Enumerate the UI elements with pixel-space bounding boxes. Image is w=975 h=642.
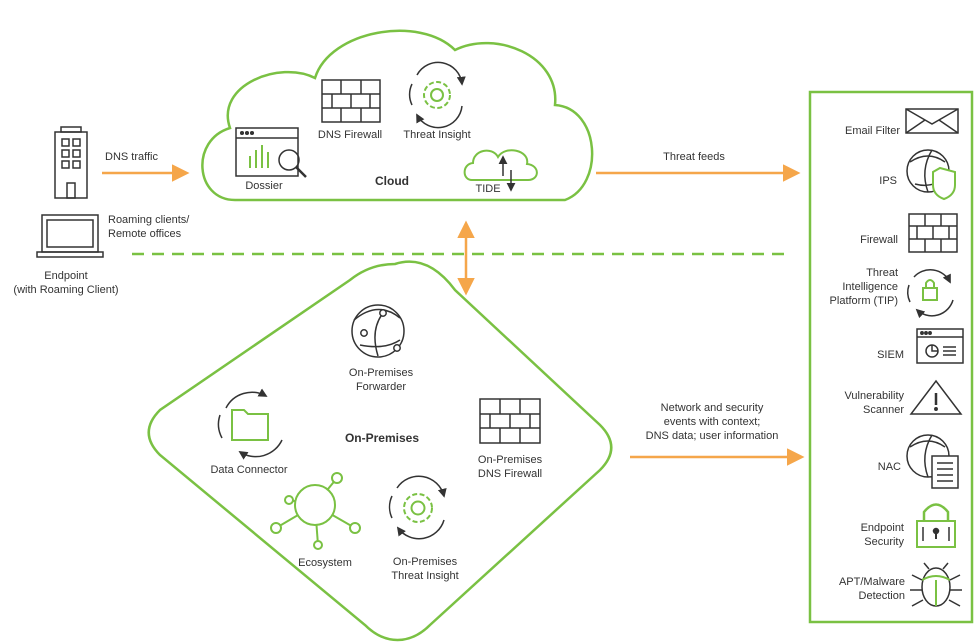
endpoint-caption: Endpoint (with Roaming Client) — [13, 270, 119, 296]
building-icon — [54, 126, 88, 199]
onprem-shape — [147, 260, 613, 642]
tip-label: Threat Intelligence Platform (TIP) — [829, 267, 898, 307]
onprem-gear-cycle-icon — [388, 475, 447, 540]
firewall-label: Firewall — [860, 234, 898, 246]
dossier-label: Dossier — [245, 180, 283, 192]
forwarder-label: On-Premises Forwarder — [348, 367, 414, 393]
nac-label: NAC — [877, 461, 901, 473]
cloud-title: Cloud — [375, 174, 409, 188]
apt-malware-label: APT/Malware Detection — [838, 576, 905, 602]
cloud-shape — [201, 29, 594, 202]
onprem-brick-wall-icon — [479, 398, 541, 444]
envelope-icon — [905, 108, 959, 134]
ecosystem-label: Ecosystem — [298, 557, 352, 569]
cloud-dns-firewall-label: DNS Firewall — [317, 129, 383, 141]
folder-cycle-icon — [217, 388, 283, 460]
siem-label: SIEM — [877, 349, 904, 361]
tide-label: TIDE — [475, 183, 501, 195]
data-connector-label: Data Connector — [210, 464, 288, 476]
endpoint-security-label: Endpoint Security — [860, 522, 904, 548]
dossier-icon — [235, 127, 307, 178]
globe-shield-icon — [906, 149, 956, 201]
vulnerability-scanner-label: Vulnerability Scanner — [844, 390, 904, 416]
gear-cycle-icon — [408, 61, 466, 129]
onprem-threat-insight-label: On-Premises Threat Insight — [391, 556, 459, 582]
panel-brick-wall-icon — [908, 213, 958, 253]
roaming-clients-label: Roaming clients/ Remote offices — [108, 214, 190, 240]
padlock-icon — [916, 503, 956, 548]
cloud-threat-insight-label: Threat Insight — [403, 129, 471, 141]
ips-label: IPS — [879, 175, 897, 187]
cloud-updown-icon — [463, 149, 538, 192]
warning-triangle-icon — [909, 379, 963, 415]
ecosystem-panel — [808, 90, 974, 624]
threat-feeds-label: Threat feeds — [663, 151, 725, 163]
dns-traffic-label: DNS traffic — [105, 151, 158, 163]
hub-network-icon — [270, 472, 361, 550]
onprem-title: On-Premises — [344, 431, 420, 445]
browser-chart-icon — [916, 328, 964, 364]
lock-cycle-icon — [907, 269, 954, 319]
globe-network-icon — [351, 304, 405, 358]
bug-icon — [910, 562, 962, 607]
globe-document-icon — [906, 434, 959, 489]
email-filter-label: Email Filter — [844, 125, 900, 137]
brick-wall-icon — [321, 79, 381, 123]
network-events-label: Network and security events with context… — [645, 402, 779, 442]
onprem-dns-firewall-label: On-Premises DNS Firewall — [477, 454, 543, 480]
laptop-icon — [36, 214, 104, 258]
